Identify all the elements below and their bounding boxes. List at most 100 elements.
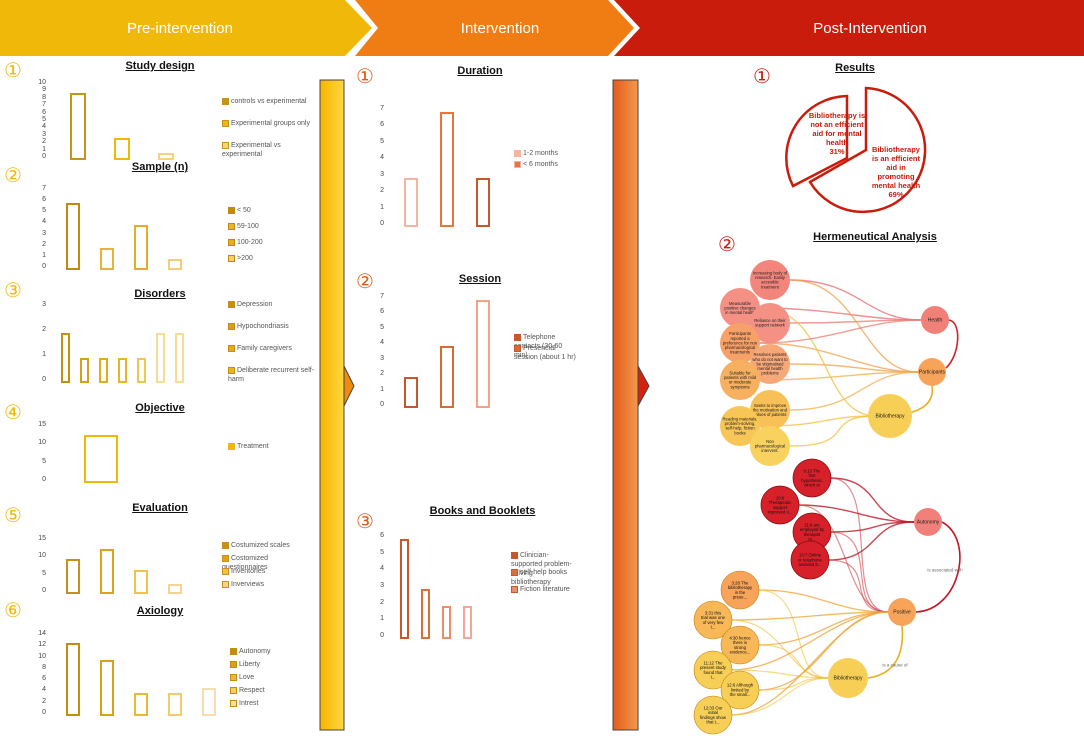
- axiology-legend-label: Liberty: [239, 661, 261, 668]
- session-bar: [404, 377, 418, 408]
- books-ytick: 6: [380, 532, 384, 539]
- axiology-legend-item: Liberty: [230, 660, 318, 669]
- disorders-legend-swatch: [228, 344, 235, 352]
- evaluation-ytick: 10: [38, 552, 46, 560]
- evaluation-legend-item: Inventories: [222, 567, 310, 576]
- study_design-legend-label: controls vs experimental: [231, 98, 307, 105]
- study_design-bar: [70, 93, 86, 160]
- bottom-hub-label: Positive: [893, 610, 911, 616]
- session-legend-item: Telephone contacts (30-60 min): [514, 333, 576, 360]
- yellow-node: [693, 600, 733, 640]
- books-legend-item: Fiction literature: [511, 585, 573, 594]
- books-legend-label: Fiction literature: [520, 586, 570, 593]
- study_design-ytick: 10: [38, 79, 46, 86]
- intervention-label: Intervention: [460, 19, 540, 37]
- top-node: [720, 360, 760, 400]
- books-ytick: 4: [380, 565, 384, 573]
- study_design-ytick: 6: [42, 108, 46, 116]
- network-edge: [757, 589, 829, 679]
- study_design-legend-swatch: [222, 119, 229, 127]
- top-hub-label: Health: [928, 318, 943, 324]
- session-ytick: 0: [380, 401, 384, 408]
- network-edge: [829, 521, 915, 533]
- post-arrow-shape: [614, 0, 1084, 56]
- books-bar: [421, 589, 430, 639]
- study_design-bar: [158, 152, 174, 160]
- red-node: [760, 485, 800, 525]
- evaluation-bar: [134, 569, 148, 594]
- axiology-number: ⑥: [4, 598, 22, 622]
- sample-legend-item: < 50: [228, 206, 316, 215]
- network-edge: [829, 531, 889, 613]
- books-ytick: 3: [380, 582, 384, 589]
- study_design-legend-item: Experimental vs experimental: [222, 141, 310, 159]
- books-title: Books and Booklets: [429, 505, 536, 517]
- network-edge: [757, 611, 889, 646]
- network-edge: [759, 371, 919, 381]
- pie-pct-efficient: 69%: [888, 190, 903, 199]
- sample-legend-swatch: [228, 254, 235, 262]
- study_design-ytick: 2: [42, 138, 46, 146]
- axiology-bar: [100, 659, 114, 716]
- network-edge: [730, 611, 889, 671]
- sample-legend-item: 100-200: [228, 238, 316, 247]
- disorders-number: ③: [4, 278, 22, 302]
- duration-ytick: 5: [380, 137, 384, 145]
- session-ytick: 4: [380, 339, 384, 347]
- evaluation-legend-item: Costumized scales: [222, 541, 310, 550]
- evaluation-bar: [168, 583, 182, 594]
- evaluation-legend-item: Inverviews: [222, 580, 310, 589]
- sample-legend-item: >200: [228, 254, 316, 263]
- bottom-hub: [914, 508, 942, 536]
- axiology-bar: [66, 642, 80, 716]
- duration-bar: [404, 177, 418, 227]
- disorders-legend-label: Deliberate recurrent self-harm: [228, 367, 315, 383]
- evaluation-ytick: 15: [38, 535, 46, 542]
- objective-ytick: 15: [38, 421, 46, 428]
- axiology-bar: [134, 693, 148, 716]
- study_design-ytick: 8: [42, 93, 46, 101]
- top-node: [750, 390, 790, 430]
- objective-ytick: 10: [38, 439, 46, 447]
- duration-ytick: 4: [380, 154, 384, 162]
- duration-ytick: 1: [380, 203, 384, 211]
- study_design-ytick: 9: [42, 86, 46, 94]
- study_design-title: Study design: [125, 60, 195, 72]
- axiology-bar: [168, 693, 182, 716]
- sample-ytick: 7: [42, 185, 46, 192]
- sample-bar: [66, 203, 80, 270]
- top-node: [750, 303, 790, 343]
- edge-label-cause: is a cause of: [882, 663, 908, 668]
- evaluation-legend-label: Costomized questionnaires: [222, 555, 268, 571]
- top-node: [720, 288, 760, 328]
- disorders-bar: [137, 358, 146, 383]
- disorders-title: Disorders: [134, 288, 186, 300]
- axiology-ytick: 8: [42, 663, 46, 671]
- network-edge: [759, 342, 919, 373]
- objective-bar: [84, 435, 118, 483]
- duration-legend-item: < 6 months: [514, 160, 576, 169]
- books-legend-swatch: [511, 568, 518, 576]
- axiology-legend-swatch: [230, 686, 237, 694]
- evaluation-bar: [100, 548, 114, 594]
- study_design-legend-swatch: [222, 97, 229, 105]
- yellow-node: [693, 695, 733, 735]
- sample-ytick: 3: [42, 229, 46, 237]
- disorders-legend-swatch: [228, 322, 235, 330]
- network-edge: [797, 504, 915, 523]
- top-node: [720, 323, 760, 363]
- sample-legend-label: 59-100: [237, 223, 259, 230]
- sample-legend-label: 100-200: [237, 239, 263, 246]
- sample-legend-swatch: [228, 222, 235, 230]
- disorders-ytick: 0: [42, 376, 46, 383]
- axiology-legend-item: Respect: [230, 686, 318, 695]
- disorders-legend-label: Hypochondriasis: [237, 323, 289, 330]
- axiology-legend-item: Love: [230, 673, 318, 682]
